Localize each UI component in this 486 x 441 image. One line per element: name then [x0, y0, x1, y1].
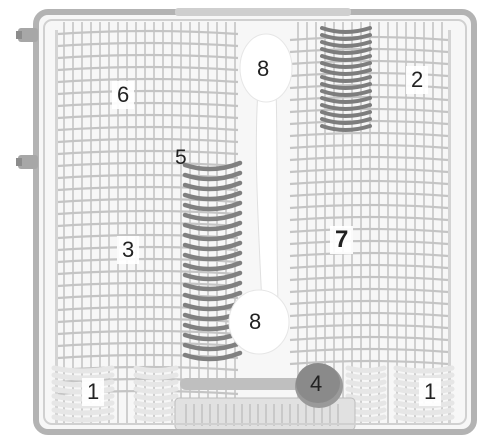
- label-4: 4: [310, 370, 322, 398]
- label-5: 5: [175, 144, 187, 172]
- label-8-top: 8: [257, 55, 269, 83]
- white-tine: [136, 396, 176, 399]
- white-tine: [348, 368, 384, 371]
- label-2: 2: [406, 66, 428, 94]
- white-tine: [348, 375, 384, 378]
- left-clip-bottom: [16, 155, 38, 169]
- white-tine: [348, 396, 384, 399]
- white-tine: [348, 389, 384, 392]
- label-1-right: 1: [419, 378, 441, 406]
- top-handle: [175, 8, 351, 16]
- left-clip-top: [16, 28, 38, 42]
- white-tine: [136, 389, 176, 392]
- label-3: 3: [117, 236, 139, 264]
- white-tine: [136, 417, 176, 420]
- right-divider-wire: [448, 30, 451, 425]
- knob-bar: [180, 378, 308, 390]
- label-6: 6: [112, 81, 134, 109]
- left-divider-wire: [55, 30, 58, 425]
- white-tine: [136, 368, 176, 371]
- label-7: 7: [330, 226, 353, 254]
- label-8-bottom: 8: [249, 308, 261, 336]
- white-tine: [136, 410, 176, 413]
- white-tine: [136, 382, 176, 385]
- label-1-left: 1: [82, 378, 104, 406]
- white-tine: [136, 403, 176, 406]
- white-tine: [348, 382, 384, 385]
- white-tine: [136, 375, 176, 378]
